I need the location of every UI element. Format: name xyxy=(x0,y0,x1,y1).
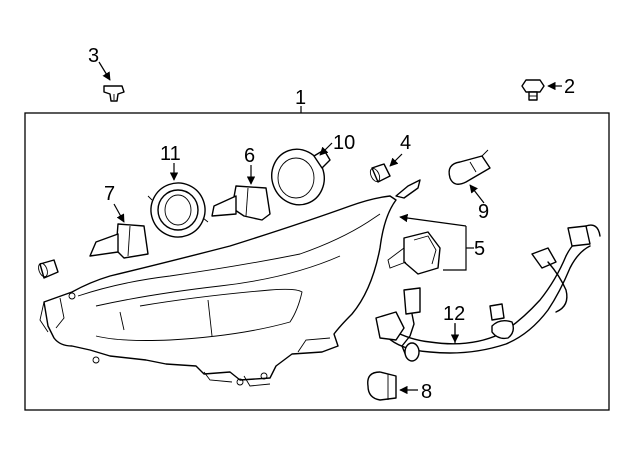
leader-7 xyxy=(113,203,125,223)
callout-3: 3 xyxy=(88,45,99,67)
callout-6: 6 xyxy=(244,145,255,167)
part-3-clip[interactable] xyxy=(103,85,125,102)
part-6-bulb[interactable] xyxy=(211,185,271,221)
callout-11: 11 xyxy=(160,143,181,165)
small-bulb-left[interactable] xyxy=(37,259,59,279)
callout-1: 1 xyxy=(295,87,306,109)
leader-4 xyxy=(389,153,403,167)
leader-10 xyxy=(319,142,333,156)
callout-12: 12 xyxy=(443,303,465,325)
part-9-bulb[interactable] xyxy=(448,149,491,185)
callout-4: 4 xyxy=(400,132,411,154)
part-4-small-bulb[interactable] xyxy=(368,163,391,183)
part-2-screw[interactable] xyxy=(521,79,545,101)
part-8-bulb[interactable] xyxy=(367,371,397,401)
callout-5: 5 xyxy=(474,238,485,260)
leader-5b xyxy=(399,213,467,227)
callout-10: 10 xyxy=(333,132,355,154)
callout-7: 7 xyxy=(104,183,115,205)
part-11-socket-ring[interactable] xyxy=(143,175,212,244)
callout-9: 9 xyxy=(478,201,489,223)
leader-3 xyxy=(98,61,111,81)
leader-9 xyxy=(469,184,485,204)
part-5-module[interactable] xyxy=(387,231,441,275)
part-1-headlamp-housing[interactable] xyxy=(39,179,421,387)
assembly-frame xyxy=(24,112,610,411)
part-12-wiring-harness[interactable] xyxy=(375,224,601,362)
callout-8: 8 xyxy=(421,381,432,403)
part-7-bulb[interactable] xyxy=(89,223,149,259)
leader-5 xyxy=(443,226,467,271)
callout-2: 2 xyxy=(564,76,575,98)
